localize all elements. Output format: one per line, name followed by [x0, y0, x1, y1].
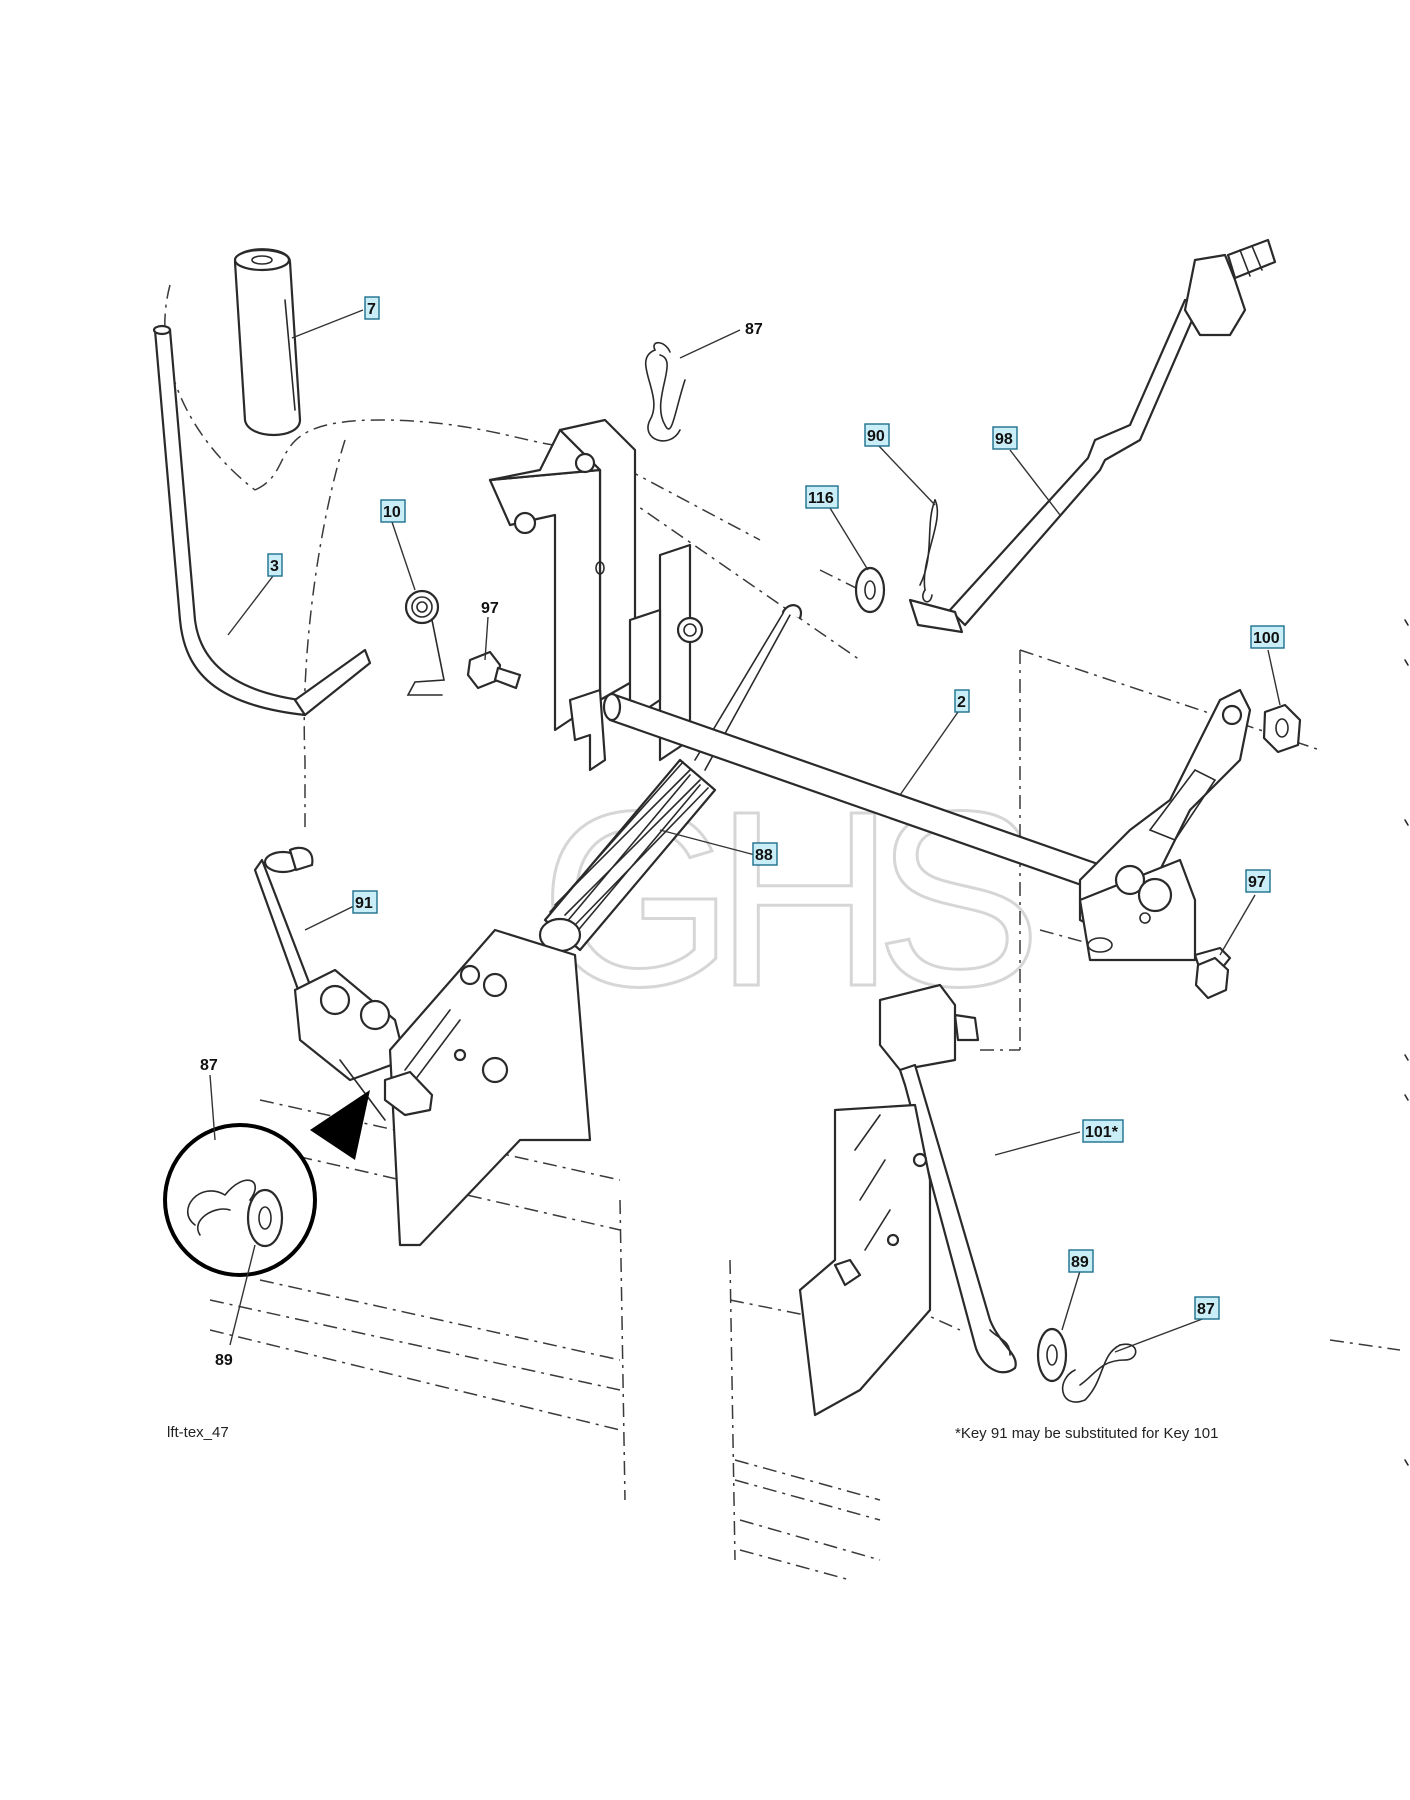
svg-text:87: 87	[745, 321, 763, 338]
svg-text:87: 87	[1197, 1301, 1215, 1318]
callout-87-detail[interactable]: 87	[200, 1057, 218, 1074]
callout-2[interactable]: 2	[954, 689, 970, 713]
callout-87-top[interactable]: 87	[745, 321, 763, 338]
callout-97-right[interactable]: 97	[1245, 869, 1271, 893]
hairpin-clip-87-right	[1061, 1343, 1137, 1403]
callout-3[interactable]: 3	[267, 553, 283, 577]
svg-text:101*: 101*	[1085, 1124, 1119, 1141]
callout-90[interactable]: 90	[864, 423, 890, 447]
left-deck-bracket	[383, 928, 592, 1247]
svg-text:97: 97	[1248, 874, 1266, 891]
callout-7[interactable]: 7	[364, 296, 380, 320]
lock-nut	[1262, 703, 1302, 754]
svg-text:116: 116	[808, 490, 834, 507]
hairpin-clip-90	[919, 499, 939, 603]
svg-text:10: 10	[383, 504, 401, 521]
right-deck-bracket	[798, 1103, 932, 1417]
svg-text:91: 91	[355, 895, 373, 912]
svg-text:87: 87	[200, 1057, 218, 1074]
callout-89-right[interactable]: 89	[1068, 1249, 1094, 1273]
right-edge-marks	[1404, 619, 1409, 1466]
right-lift-arm	[1078, 688, 1252, 962]
hairpin-clip-87-top	[644, 341, 686, 442]
footnote: *Key 91 may be substituted for Key 101	[955, 1425, 1219, 1442]
callout-88[interactable]: 88	[752, 842, 778, 866]
svg-text:97: 97	[481, 600, 499, 617]
detail-magnifier	[163, 1090, 370, 1277]
figure-id: lft-tex_47	[167, 1424, 229, 1441]
torsion-spring	[404, 589, 445, 696]
handle-grip	[233, 248, 302, 437]
callout-116[interactable]: 116	[805, 485, 839, 509]
leader-lines	[209, 309, 1281, 1353]
svg-text:2: 2	[957, 694, 966, 711]
svg-text:89: 89	[215, 1352, 233, 1369]
svg-text:90: 90	[867, 428, 885, 445]
callout-97-left[interactable]: 97	[481, 600, 499, 617]
callout-10[interactable]: 10	[380, 499, 406, 523]
adjustment-rod	[908, 238, 1277, 634]
callout-87-right[interactable]: 87	[1194, 1296, 1220, 1320]
lift-bracket	[488, 418, 704, 772]
svg-text:7: 7	[367, 301, 376, 318]
shoulder-bolt-right	[1193, 946, 1232, 1000]
callout-91[interactable]: 91	[352, 890, 378, 914]
shoulder-bolt-left	[466, 650, 522, 690]
svg-text:98: 98	[995, 431, 1013, 448]
svg-text:88: 88	[755, 847, 773, 864]
callout-98[interactable]: 98	[992, 426, 1018, 450]
flat-washer-89-right	[1036, 1327, 1068, 1383]
svg-text:3: 3	[270, 558, 279, 575]
callout-101[interactable]: 101*	[1082, 1119, 1124, 1143]
lift-handle-rod	[152, 324, 372, 717]
callout-100[interactable]: 100	[1250, 625, 1285, 649]
lift-link-101	[878, 983, 1017, 1374]
flat-washer-116	[854, 566, 886, 614]
svg-text:100: 100	[1253, 630, 1280, 647]
lift-link-91	[253, 846, 407, 1121]
callout-89-detail[interactable]: 89	[215, 1352, 233, 1369]
svg-text:89: 89	[1071, 1254, 1089, 1271]
